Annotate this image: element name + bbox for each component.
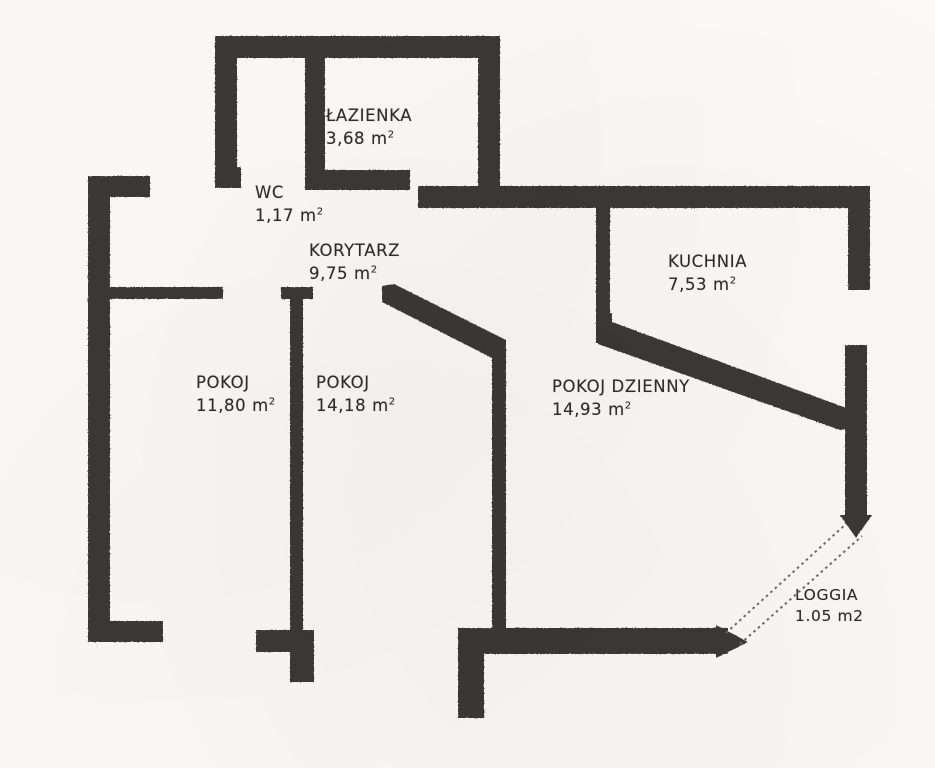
- room-name-kuchnia: KUCHNIA: [668, 252, 748, 271]
- wall-dzienny-diagonal: [598, 322, 852, 430]
- room-name-loggia: LOGGIA: [795, 586, 859, 604]
- room-name-wc: WC: [255, 183, 285, 202]
- wall-wc-bottom-stub: [215, 167, 241, 188]
- wall-between-pokoj: [290, 292, 303, 636]
- room-area-lazienka: 3,68 m2: [326, 128, 395, 148]
- wall-bathroom-top: [215, 36, 500, 58]
- wall-kuchnia-top: [418, 186, 870, 208]
- room-area-wc: 1,17 m2: [255, 205, 324, 225]
- wall-notch-top: [478, 175, 500, 189]
- wall-dzienny-bottom-drop: [458, 628, 484, 718]
- room-label-wc: WC 1,17 m2: [255, 182, 324, 228]
- room-name-korytarz: KORYTARZ: [309, 241, 401, 260]
- wall-between-pokoj-foot-drop: [290, 630, 314, 682]
- wall-right-arrow-tip: [840, 515, 872, 538]
- wall-bathroom-right: [478, 36, 500, 188]
- wall-wc-right-partition: [305, 58, 325, 190]
- wall-left-bottom-stub: [88, 621, 163, 642]
- room-area-pokoj-2: 14,18 m2: [316, 395, 396, 415]
- wall-right-outer-lower: [845, 345, 867, 523]
- wall-bathroom-bottom: [305, 170, 410, 190]
- wall-bottom-arrow-tip: [716, 625, 748, 658]
- room-label-lazienka: ŁAZIENKA 3,68 m2: [326, 105, 412, 151]
- room-label-pokoj-dzienny: POKOJ DZIENNY 14,93 m2: [552, 376, 690, 422]
- room-area-pokoj-1: 11,80 m2: [196, 395, 276, 415]
- room-label-pokoj-1: POKOJ 11,80 m2: [196, 372, 276, 418]
- wall-kuchnia-left-partition: [596, 200, 610, 328]
- wall-pokoj2-right: [492, 340, 506, 635]
- wall-pokoj1-top: [104, 287, 223, 299]
- wall-between-pokoj-head: [281, 287, 313, 299]
- room-area-kuchnia: 7,53 m2: [668, 274, 737, 294]
- wall-left-top-stub: [88, 176, 150, 197]
- room-name-pokoj-1: POKOJ: [196, 373, 250, 392]
- wall-dzienny-bottom: [458, 628, 728, 654]
- wall-left-outer: [88, 176, 110, 642]
- wall-right-outer-upper: [848, 186, 870, 290]
- wall-korytarz-diagonal: [382, 284, 506, 358]
- room-name-pokoj-2: POKOJ: [316, 373, 370, 392]
- room-label-loggia: LOGGIA 1.05 m2: [795, 585, 864, 628]
- room-name-lazienka: ŁAZIENKA: [326, 106, 413, 125]
- room-area-korytarz: 9,75 m2: [309, 263, 378, 283]
- room-area-pokoj-dzienny: 14,93 m2: [552, 399, 632, 419]
- room-label-kuchnia: KUCHNIA 7,53 m2: [668, 251, 747, 297]
- wall-group: [88, 36, 872, 718]
- room-name-pokoj-dzienny: POKOJ DZIENNY: [552, 377, 690, 396]
- room-area-loggia: 1.05 m2: [795, 607, 864, 626]
- room-label-pokoj-2: POKOJ 14,18 m2: [316, 372, 396, 418]
- room-label-korytarz: KORYTARZ 9,75 m2: [309, 240, 400, 286]
- wall-wc-left: [215, 36, 237, 188]
